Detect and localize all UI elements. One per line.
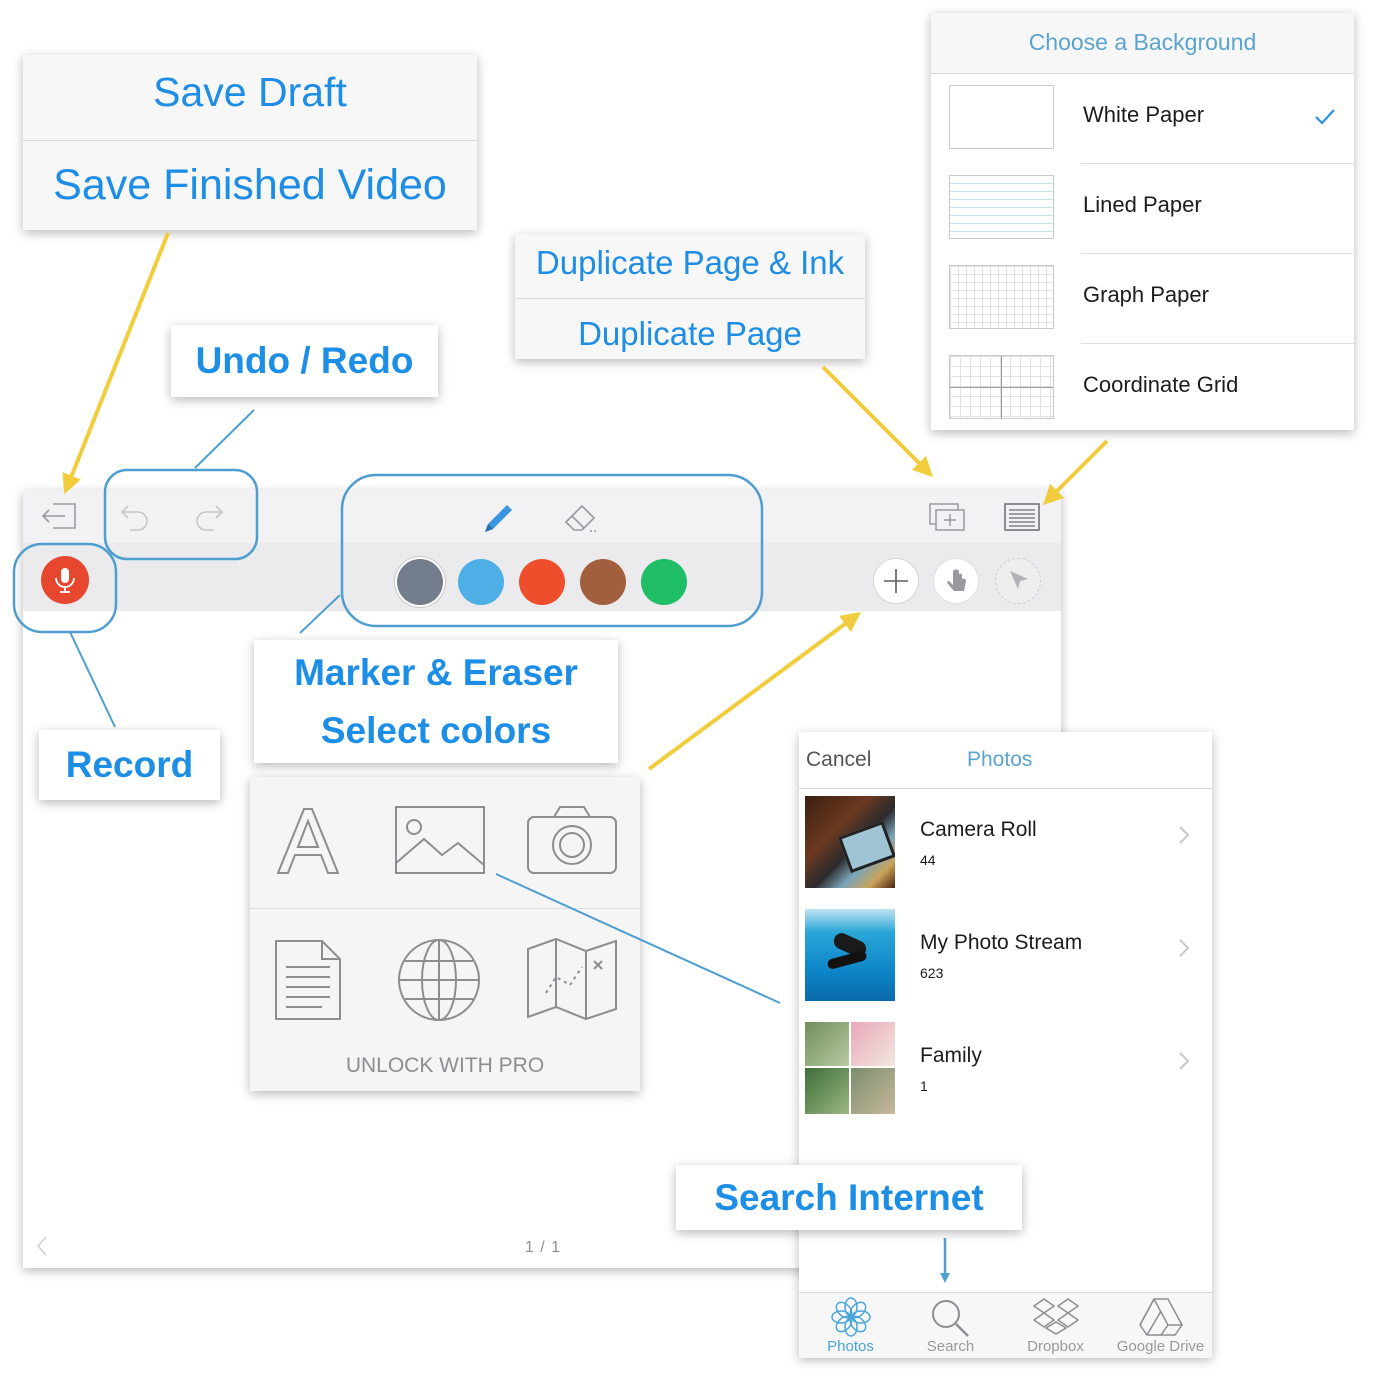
undo-icon[interactable] [118, 500, 154, 534]
duplicate-menu: Duplicate Page & Ink Duplicate Page [515, 234, 865, 359]
color-swatch-gray[interactable] [397, 559, 443, 605]
album-thumbnail [805, 909, 895, 1001]
album-name: My Photo Stream [920, 931, 1083, 954]
save-draft-option[interactable]: Save Draft [153, 69, 347, 115]
laser-pointer-icon [1010, 571, 1028, 589]
photos-picker-panel: Cancel Photos Camera Roll 44 My Photo St… [799, 732, 1212, 1358]
search-internet-callout: Search Internet [676, 1165, 1022, 1230]
chevron-right-icon [1179, 939, 1190, 957]
save-menu: Save Draft Save Finished Video [23, 55, 477, 230]
coordinate-grid-thumbnail [949, 355, 1054, 419]
chevron-right-icon [1179, 1052, 1190, 1070]
background-option-white-paper[interactable]: White Paper [931, 74, 1354, 164]
undo-redo-callout: Undo / Redo [171, 325, 438, 397]
hand-pointer-button[interactable] [933, 558, 979, 604]
album-count: 1 [920, 1078, 928, 1094]
image-icon[interactable] [394, 805, 486, 875]
chevron-right-icon [1179, 826, 1190, 844]
record-callout: Record [39, 730, 220, 800]
photos-picker-title: Photos [967, 748, 1033, 771]
marker-eraser-callout: Marker & Eraser Select colors [254, 640, 618, 763]
save-finished-video-option[interactable]: Save Finished Video [53, 161, 447, 209]
color-swatch-red[interactable] [519, 559, 565, 605]
background-page-icon[interactable] [1003, 500, 1043, 534]
background-chooser-panel: Choose a Background White Paper Lined Pa… [931, 13, 1354, 430]
album-row-my-photo-stream[interactable]: My Photo Stream 623 [799, 901, 1212, 1014]
album-count: 623 [920, 965, 944, 981]
globe-icon [398, 939, 480, 1021]
top-toolbar [23, 490, 1061, 543]
hand-pointer-icon [947, 569, 966, 591]
document-icon [275, 940, 341, 1020]
map-icon [527, 937, 617, 1021]
duplicate-page-icon[interactable] [928, 500, 968, 534]
background-option-label: Lined Paper [1083, 192, 1202, 217]
page-indicator: 1 / 1 [524, 1239, 562, 1256]
color-swatch-green[interactable] [641, 559, 687, 605]
microphone-icon [55, 568, 75, 593]
album-name: Camera Roll [920, 818, 1037, 841]
tab-label: Dropbox [1027, 1338, 1084, 1355]
text-icon[interactable] [272, 805, 344, 877]
camera-icon[interactable] [526, 805, 618, 875]
duplicate-page-ink-option[interactable]: Duplicate Page & Ink [535, 244, 845, 281]
duplicate-page-option[interactable]: Duplicate Page [578, 315, 802, 352]
pencil-icon[interactable] [479, 498, 519, 538]
album-thumbnail [805, 796, 895, 888]
color-swatch-blue[interactable] [458, 559, 504, 605]
insert-panel: UNLOCK WITH PRO [250, 777, 640, 1091]
unlock-with-pro-label[interactable]: UNLOCK WITH PRO [345, 1054, 545, 1077]
google-drive-icon [1139, 1298, 1183, 1336]
lined-paper-thumbnail [949, 175, 1054, 239]
background-option-graph-paper[interactable]: Graph Paper [931, 254, 1354, 344]
background-option-lined-paper[interactable]: Lined Paper [931, 164, 1354, 254]
tab-label: Search [926, 1338, 975, 1355]
cancel-button[interactable]: Cancel [806, 748, 872, 771]
tab-search[interactable]: Search [899, 1293, 1002, 1358]
background-option-label: White Paper [1083, 102, 1205, 127]
color-swatch-brown[interactable] [580, 559, 626, 605]
album-count: 44 [920, 852, 936, 868]
photos-picker-header: Cancel Photos [799, 732, 1212, 789]
background-option-label: Graph Paper [1083, 282, 1209, 307]
tab-label: Photos [827, 1338, 874, 1355]
photos-flower-icon [831, 1297, 871, 1337]
add-button[interactable] [873, 558, 919, 604]
marker-eraser-label: Marker & Eraser [294, 652, 578, 693]
background-option-label: Coordinate Grid [1083, 372, 1239, 397]
album-row-family[interactable]: Family 1 [799, 1014, 1212, 1127]
eraser-icon[interactable] [560, 498, 602, 538]
laser-pointer-button[interactable] [995, 558, 1041, 604]
exit-icon[interactable] [39, 500, 79, 532]
background-option-coordinate-grid[interactable]: Coordinate Grid [931, 344, 1354, 434]
album-row-camera-roll[interactable]: Camera Roll 44 [799, 788, 1212, 901]
tab-photos[interactable]: Photos [799, 1293, 902, 1358]
tab-dropbox[interactable]: Dropbox [1004, 1293, 1107, 1358]
graph-paper-thumbnail [949, 265, 1054, 329]
select-colors-label: Select colors [320, 710, 552, 751]
album-thumbnail [805, 1022, 895, 1114]
background-chooser-title: Choose a Background [931, 13, 1354, 74]
album-name: Family [920, 1044, 982, 1067]
white-paper-thumbnail [949, 85, 1054, 149]
tab-label: Google Drive [1116, 1338, 1205, 1355]
add-icon [884, 569, 908, 593]
photos-tab-bar: Photos Search Dropbox [799, 1292, 1212, 1358]
previous-page-icon[interactable] [33, 1234, 51, 1258]
dropbox-icon [1032, 1298, 1080, 1335]
record-button[interactable] [41, 556, 89, 604]
search-icon [932, 1300, 969, 1337]
redo-icon[interactable] [190, 500, 226, 534]
tab-google-drive[interactable]: Google Drive [1109, 1293, 1212, 1358]
checkmark-icon [1315, 109, 1335, 125]
